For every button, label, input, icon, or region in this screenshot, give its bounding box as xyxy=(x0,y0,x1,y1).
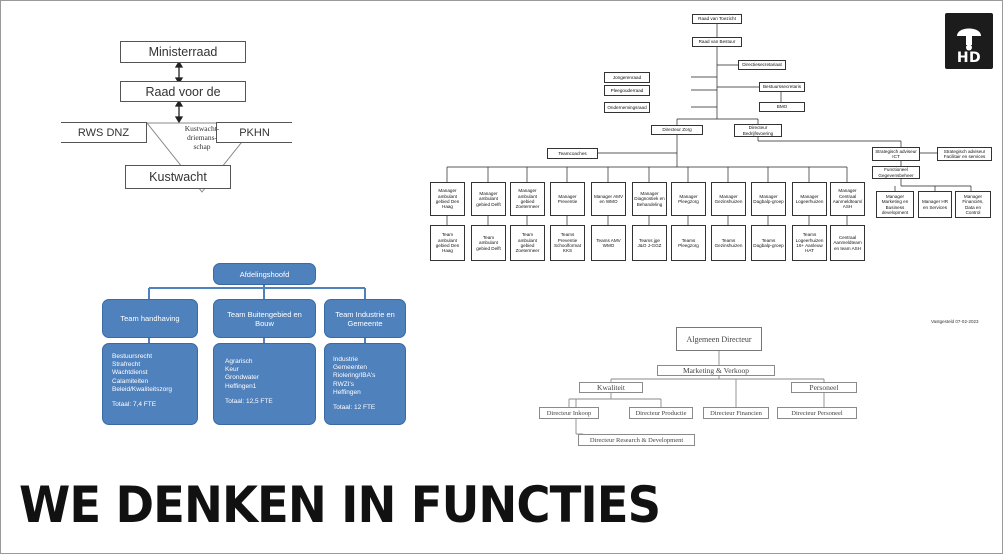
team-handhaving-header: Team handhaving xyxy=(102,299,198,338)
hd-logo: HD xyxy=(945,13,993,69)
triangle-line-2: driemans- xyxy=(187,133,217,142)
detail-item: Riolering/IBA's xyxy=(333,372,376,380)
personeel-box: Personeel xyxy=(791,382,857,393)
team-industrie-header: Team Industrie en Gemeente xyxy=(324,299,406,338)
person-icon xyxy=(957,28,981,51)
manager-box-4: Manager Preventie xyxy=(550,182,585,216)
team-buitengebied-header: Team Buitengebied en Bouw xyxy=(213,299,316,338)
team-industrie-detail: Industrie Gemeenten Riolering/IBA's RWZI… xyxy=(324,343,406,425)
team-buitengebied-detail: Agrarisch Keur Grondwater Heffingen1 Tot… xyxy=(213,343,316,425)
detail-item: Heffingen1 xyxy=(225,382,257,390)
detail-item: Industrie xyxy=(333,356,358,363)
manager-box-6: Manager Diagnostiek en Behandeling xyxy=(632,182,667,216)
team-handhaving-detail: Bestuursrecht Strafrecht Wachtdienst Cal… xyxy=(102,343,198,425)
kustwacht-triangle-label: Kustwacht- driemans- schap xyxy=(167,124,237,151)
team-box-10: Teams Logeerhuizen 16+ Aanleuw HAT xyxy=(792,225,827,261)
team-box-7: Teams Pleegzorg xyxy=(671,225,706,261)
ondernemingsraad-box: Ondernemingsraad xyxy=(604,102,650,113)
detail-total: Totaal: 12,5 FTE xyxy=(225,397,273,405)
ministerraad-box: Ministerraad xyxy=(120,41,246,63)
manager-box-3: Manager ambulant gebied Zoetermeer xyxy=(510,182,545,216)
triangle-line-3: schap xyxy=(193,142,211,151)
directeur-zorg-box: Directeur Zorg xyxy=(651,125,703,135)
team-box-2: Team ambulant gebied Delft xyxy=(471,225,506,261)
team-box-9: Teams Dagbalp-groep xyxy=(751,225,786,261)
detail-item: RWZI's xyxy=(333,380,354,388)
directeur-financien-box: Directeur Financien xyxy=(703,407,769,419)
detail-item: Heffingen xyxy=(333,388,361,396)
raad-voor-de-box: Raad voor de xyxy=(120,81,246,102)
afdelingshoofd-box: Afdelingshoofd xyxy=(213,263,316,285)
team-box-5: Teams AMV WMO xyxy=(591,225,626,261)
rws-dnz-box: RWS DNZ xyxy=(61,122,147,143)
bestuurssecretaris-box: Bestuurssecretaris xyxy=(759,82,805,92)
detail-item: Keur xyxy=(225,366,239,374)
strategisch-adviseur-ict-box: Strategisch adviseur ICT xyxy=(872,147,920,161)
detail-total: Totaal: 7,4 FTE xyxy=(112,401,157,409)
manager-box-8: Manager Gezinshuizen xyxy=(711,182,746,216)
marketing-verkoop-box: Marketing & Verkoop xyxy=(657,365,775,376)
team-box-1: Team ambulant gebied Den Haag xyxy=(430,225,465,261)
strategisch-adviseur-facilitair-box: Strategisch adviseur Facilitair en servi… xyxy=(937,147,992,161)
detail-total: Totaal: 12 FTE xyxy=(333,404,376,412)
team-box-3: Team ambulant gebied Zoetermeer xyxy=(510,225,545,261)
team-box-4: Teams Preventie Schoolformat KKS xyxy=(550,225,585,261)
manager-box-2: Manager ambulant gebied Delft xyxy=(471,182,506,216)
directiesecretariaat-box: Directiesecretariaat xyxy=(738,60,786,70)
support-manager-1: Manager Marketing en Business developmen… xyxy=(876,191,914,218)
manager-box-5: Manager AMV en WMO xyxy=(591,182,626,216)
detail-item: Bestuursrecht xyxy=(112,353,153,360)
kwaliteit-box: Kwaliteit xyxy=(579,382,643,393)
directeur-bedrijfsvoering-box: Directeur Bedrijfsvoering xyxy=(734,124,782,137)
support-manager-2: Manager HR en Services xyxy=(918,191,952,218)
manager-box-9: Manager Dagbalp-groep xyxy=(751,182,786,216)
manager-box-11: Manager Centraal Aanmeldteam/ ASH xyxy=(830,182,865,216)
pkhn-box: PKHN xyxy=(216,122,292,143)
detail-item: Grondwater xyxy=(225,374,259,382)
team-box-6: Teams jge J&O J-GGZ xyxy=(632,225,667,261)
vastgesteld-date: Vastgesteld 07-02-2023 xyxy=(931,319,979,324)
detail-item: Calamiteiten xyxy=(112,377,149,385)
team-box-8: Teams Gezinshuizen xyxy=(711,225,746,261)
directeur-productie-box: Directeur Productie xyxy=(629,407,693,419)
kustwacht-box: Kustwacht xyxy=(125,165,231,189)
algemeen-directeur-box: Algemeen Directeur xyxy=(676,327,762,351)
detail-item: Strafrecht xyxy=(112,361,141,369)
jongerenraad-box: Jongerenraad xyxy=(604,72,650,83)
directeur-inkoop-box: Directeur Inkoop xyxy=(539,407,599,419)
raad-van-toezicht-box: Raad van Toezicht xyxy=(692,14,742,24)
manager-box-7: Manager Pleegzorg xyxy=(671,182,706,216)
teamcoaches-box: Teamcoaches xyxy=(547,148,598,159)
hd-logo-text: HD xyxy=(956,50,982,66)
directeur-research-box: Directeur Research & Development xyxy=(578,434,695,446)
pleegouderraad-box: Pleegouderraad xyxy=(604,85,650,96)
bmo-box: BMO xyxy=(759,102,805,112)
triangle-line-1: Kustwacht- xyxy=(184,124,220,133)
functioneel-gegevensbeheer-box: Functioneel Gegevensbeheer xyxy=(872,166,920,179)
directeur-personeel-box: Directeur Personeel xyxy=(777,407,857,419)
detail-item: Wachtdienst xyxy=(112,369,148,377)
slide-title: WE DENKEN IN FUNCTIES xyxy=(19,476,661,534)
raad-van-bestuur-box: Raad van Bestuur xyxy=(692,37,742,47)
detail-item: Gemeenten xyxy=(333,364,367,372)
team-box-11: Centraal Aanmeldteam en team ASH xyxy=(830,225,865,261)
support-manager-3: Manager Financiën, Data en Control xyxy=(955,191,991,218)
manager-box-1: Manager ambulant gebied Den Haag xyxy=(430,182,465,216)
detail-item: Beleid/Kwaliteitszorg xyxy=(112,385,172,393)
manager-box-10: Manager Logeerhuizen xyxy=(792,182,827,216)
detail-item: Agrarisch xyxy=(225,358,253,365)
